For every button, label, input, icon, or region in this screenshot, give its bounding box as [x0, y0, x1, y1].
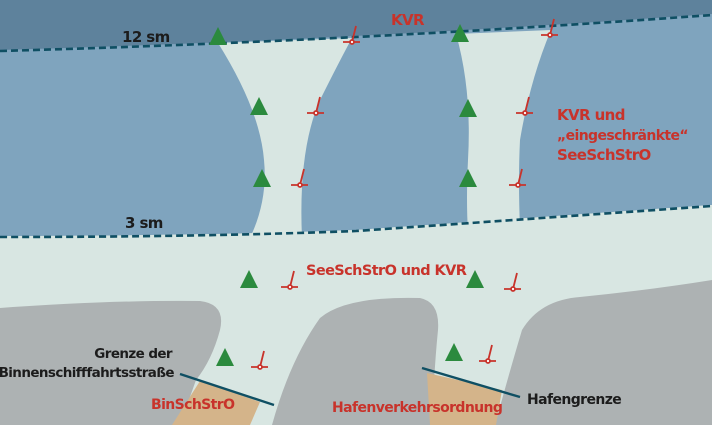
starboard-lateral-buoy-icon [240, 270, 258, 288]
starboard-lateral-buoy-icon [250, 97, 268, 115]
fairway-channel-right [456, 30, 551, 232]
zone-label-territorial-line2: „eingeschränkte“ [557, 128, 688, 144]
land-right [495, 280, 712, 425]
port-lateral-buoy-icon [281, 270, 298, 290]
starboard-lateral-buoy-icon [451, 24, 469, 42]
port-lateral-buoy-icon [307, 96, 324, 116]
twelve-nm-boundary-line [0, 13, 712, 53]
land-left [0, 300, 222, 425]
zone-label-territorial-line3: SeeSchStrO [557, 146, 651, 164]
fairway-channel-left [218, 38, 352, 238]
three-nm-boundary-line [0, 204, 712, 239]
zone-label-harbor: Hafenverkehrsordnung [332, 400, 502, 416]
zone-label-territorial-line1: KVR und [557, 106, 625, 124]
zone-label-outer: KVR [391, 11, 425, 29]
port-lateral-buoy-icon [541, 18, 558, 38]
port-lateral-buoy-icon [516, 96, 533, 116]
starboard-lateral-buoy-icon [253, 169, 271, 187]
starboard-lateral-buoy-icon [216, 348, 234, 366]
inland-waterway-area [172, 381, 260, 425]
harbor-boundary-line [421, 366, 521, 399]
inland-waterway-boundary-line [179, 372, 275, 407]
inland-boundary-label-line1: Grenze der [94, 346, 173, 362]
zone-label-inland: BinSchStrO [151, 397, 235, 413]
starboard-lateral-buoy-icon [445, 343, 463, 361]
zone-label-coastal: SeeSchStrO und KVR [306, 263, 467, 279]
land-middle [272, 297, 439, 425]
territorial-sea-area [0, 14, 712, 236]
starboard-lateral-buoy-icon [459, 169, 477, 187]
inland-boundary-label-line2: Binnenschifffahrtsstraße [0, 365, 174, 381]
starboard-lateral-buoy-icon [209, 27, 227, 45]
twelve-nm-label: 12 sm [122, 28, 170, 46]
port-lateral-buoy-icon [504, 272, 521, 292]
port-lateral-buoy-icon [343, 25, 360, 45]
three-nm-label: 3 sm [125, 214, 163, 232]
port-lateral-buoy-icon [251, 350, 268, 370]
port-lateral-buoy-icon [479, 344, 496, 364]
starboard-lateral-buoy-icon [459, 99, 477, 117]
port-lateral-buoy-icon [509, 168, 526, 188]
harbor-boundary-label: Hafengrenze [527, 392, 621, 408]
port-lateral-buoy-icon [291, 168, 308, 188]
starboard-lateral-buoy-icon [466, 270, 484, 288]
